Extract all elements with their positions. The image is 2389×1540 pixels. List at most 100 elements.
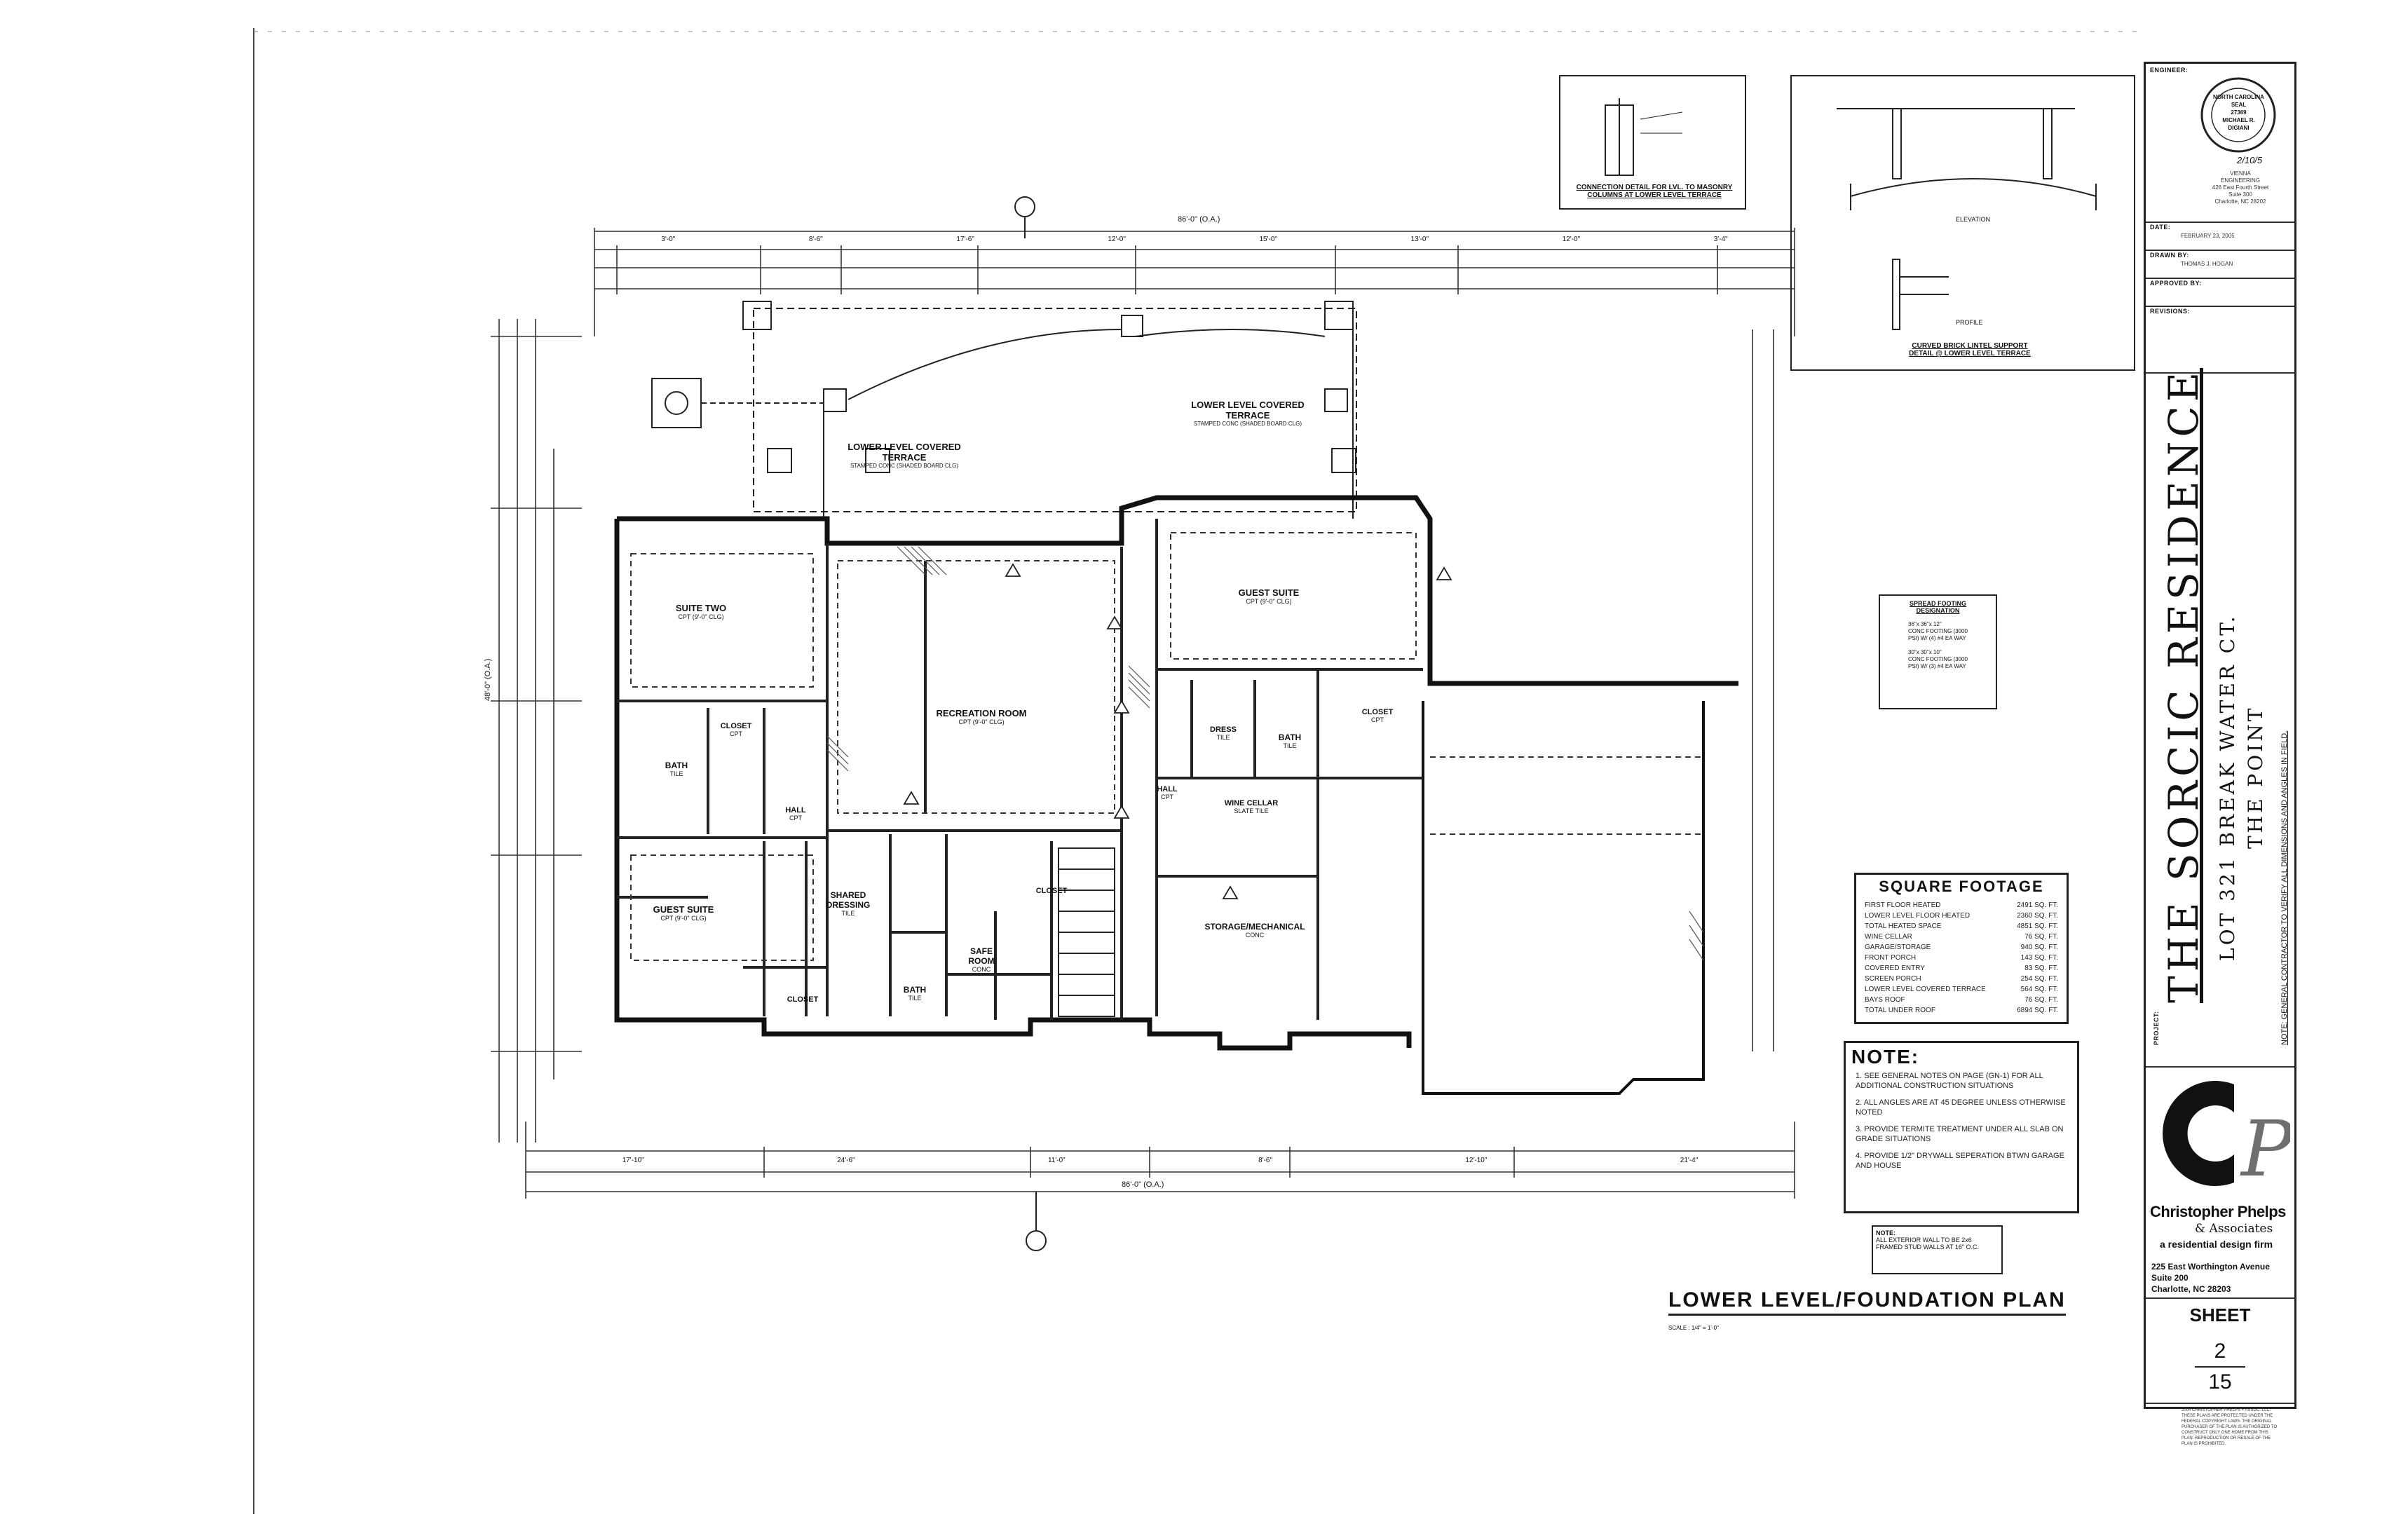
firm-line: Suite 300 [2228,191,2252,198]
room-finish: TILE [1216,734,1230,741]
sqft-row: FRONT PORCH 143 SQ. FT. [1865,953,2058,963]
room-bath-east: BATH TILE [1269,732,1311,749]
caption-line: DETAIL @ LOWER LEVEL TERRACE [1909,350,2031,357]
room-wine-cellar: WINE CELLAR SLATE TILE [1223,799,1279,815]
firm-logo-icon: P [2163,1081,2290,1194]
room-name: SHARED DRESSING [826,890,871,910]
sqft-value: 2491 SQ. FT. [2017,901,2058,909]
drawn-by-value: THOMAS J. HOGAN [2181,261,2233,267]
engineer-seal [2200,77,2276,153]
engineer-cell: ENGINEER: NORTH CAROLINA SEAL 27369 MICH… [2146,64,2294,223]
bottom-dimension-strings [525,1122,1795,1199]
drawn-by-cell: DRAWN BY: THOMAS J. HOGAN [2146,250,2294,279]
top-dimension-strings [594,228,1795,336]
room-finish: CPT [1161,793,1173,800]
room-name: BATH [903,985,927,995]
masonry-detail [1559,75,1746,210]
room-finish: CONC [972,966,991,973]
room-finish: TILE [669,770,683,777]
ceiling-outlines [630,532,1703,961]
general-notes: NOTE: 1. SEE GENERAL NOTES ON PAGE (GN-1… [1844,1041,2079,1213]
bottom-dim-segments: 17'-10" 24'-6" 11'-0" 8'-6" 12'-10" 21'-… [526,1157,1795,1164]
sqft-value: 940 SQ. FT. [2020,943,2058,951]
dim-label: 12'-0" [1562,236,1581,243]
room-finish: CPT (9'-0" CLG) [1246,598,1292,605]
project-name: THE SORCIC RESIDENCE [2160,367,2207,1003]
dim-label: 3'-4" [1713,236,1728,243]
firm-address-line: Suite 200 [2151,1273,2189,1283]
room-finish: CPT (9'-0" CLG) [660,915,707,922]
sqft-label: SCREEN PORCH [1865,975,1921,983]
dim-label: 15'-0" [1259,236,1277,243]
sqft-label: TOTAL UNDER ROOF [1865,1007,1935,1014]
room-finish: STAMPED CONC (SHADED BOARD CLG) [850,463,959,469]
room-name: SUITE TWO [675,603,727,613]
sqft-row: FIRST FLOOR HEATED 2491 SQ. FT. [1865,900,2058,911]
room-safe-room: SAFE ROOM CONC [957,946,1006,973]
room-name: BATH [665,761,688,770]
room-name: LOWER LEVEL COVERED TERRACE [848,442,961,463]
room-name: DRESS [1210,725,1237,734]
seal-date: 2/10/5 [2237,155,2263,165]
sqft-label: COVERED ENTRY [1865,965,1925,972]
room-name: STORAGE/MECHANICAL [1204,922,1305,932]
dim-label: 17'-6" [956,236,974,243]
legend-line: 36"x 36"x 12" [1908,621,1942,627]
sqft-value: 143 SQ. FT. [2020,954,2058,962]
approved-cell: APPROVED BY: [2146,278,2294,307]
copyright-notice: 2004 CHRISTOPHER PHELPS + ASSOC. LLC. TH… [2182,1408,2278,1446]
sqft-value: 6894 SQ. FT. [2017,1007,2058,1014]
dim-label: 8'-6" [1258,1157,1272,1164]
footing-markers [903,563,1452,899]
room-bath-west: BATH TILE [655,761,697,777]
stairs [1058,847,1115,1017]
exterior-wall-note: NOTE: ALL EXTERIOR WALL TO BE 2x6 FRAMED… [1872,1225,2003,1274]
sheet-title: LOWER LEVEL/FOUNDATION PLAN [1668,1288,2066,1316]
overall-dim-bottom: 86'-0" (O.A.) [1122,1180,1164,1189]
firm-line: ENGINEERING [2220,177,2260,184]
legend-line: CONC FOOTING (3000 [1908,656,1968,662]
note-line: ALL EXTERIOR WALL TO BE 2x6 [1876,1236,1972,1243]
sqft-label: FRONT PORCH [1865,954,1917,962]
room-name: LOWER LEVEL COVERED TERRACE [1191,400,1305,421]
room-finish: TILE [908,995,922,1002]
legend-title: SPREAD FOOTING [1909,600,1966,607]
firm-name: Christopher Phelps [2150,1203,2286,1220]
section-markers [1014,196,1047,1251]
right-dimension-strings [1752,329,1774,1051]
exterior-walls [614,495,1738,1095]
room-name: CLOSET [720,722,752,730]
room-name: CLOSET [787,995,819,1004]
room-name: HALL [1157,785,1178,793]
room-guest-suite-east: GUEST SUITE CPT (9'-0" CLG) [1213,587,1325,605]
seal-line: SEAL [2231,102,2247,108]
drawn-by-label: DRAWN BY: [2150,252,2189,259]
room-finish: CPT (9'-0" CLG) [958,718,1005,725]
dim-label: 24'-6" [837,1157,855,1164]
left-dimension-strings [491,319,582,1143]
note-item: 2. ALL ANGLES ARE AT 45 DEGREE UNLESS OT… [1856,1098,2066,1117]
svg-text:P: P [2240,1104,2290,1194]
firm-tagline: a residential design firm [2160,1239,2273,1250]
caption-line: CURVED BRICK LINTEL SUPPORT [1912,342,2028,350]
dim-label: 12'-10" [1465,1157,1488,1164]
revisions-cell: REVISIONS: [2146,306,2294,374]
room-name: WINE CELLAR [1224,799,1279,808]
room-name: BATH [1278,732,1302,742]
room-recreation: RECREATION ROOM CPT (9'-0" CLG) [911,708,1051,725]
room-guest-suite-west: GUEST SUITE CPT (9'-0" CLG) [631,904,736,922]
lintel-elevation-label: ELEVATION [1956,216,1991,223]
room-name: GUEST SUITE [1238,587,1300,598]
project-field-note: NOTE: GENERAL CONTRACTOR TO VERIFY ALL D… [2280,730,2289,1045]
dim-label: 13'-0" [1410,236,1429,243]
top-dim-segments: 3'-0" 8'-6" 17'-6" 12'-0" 15'-0" 13'-0" … [594,236,1795,243]
firm-address-line: 225 East Worthington Avenue [2151,1262,2270,1272]
sqft-label: FIRST FLOOR HEATED [1865,901,1941,909]
notes-title: NOTE: [1851,1046,1920,1068]
dim-label: 17'-10" [622,1157,644,1164]
sqft-value: 2360 SQ. FT. [2017,912,2058,920]
